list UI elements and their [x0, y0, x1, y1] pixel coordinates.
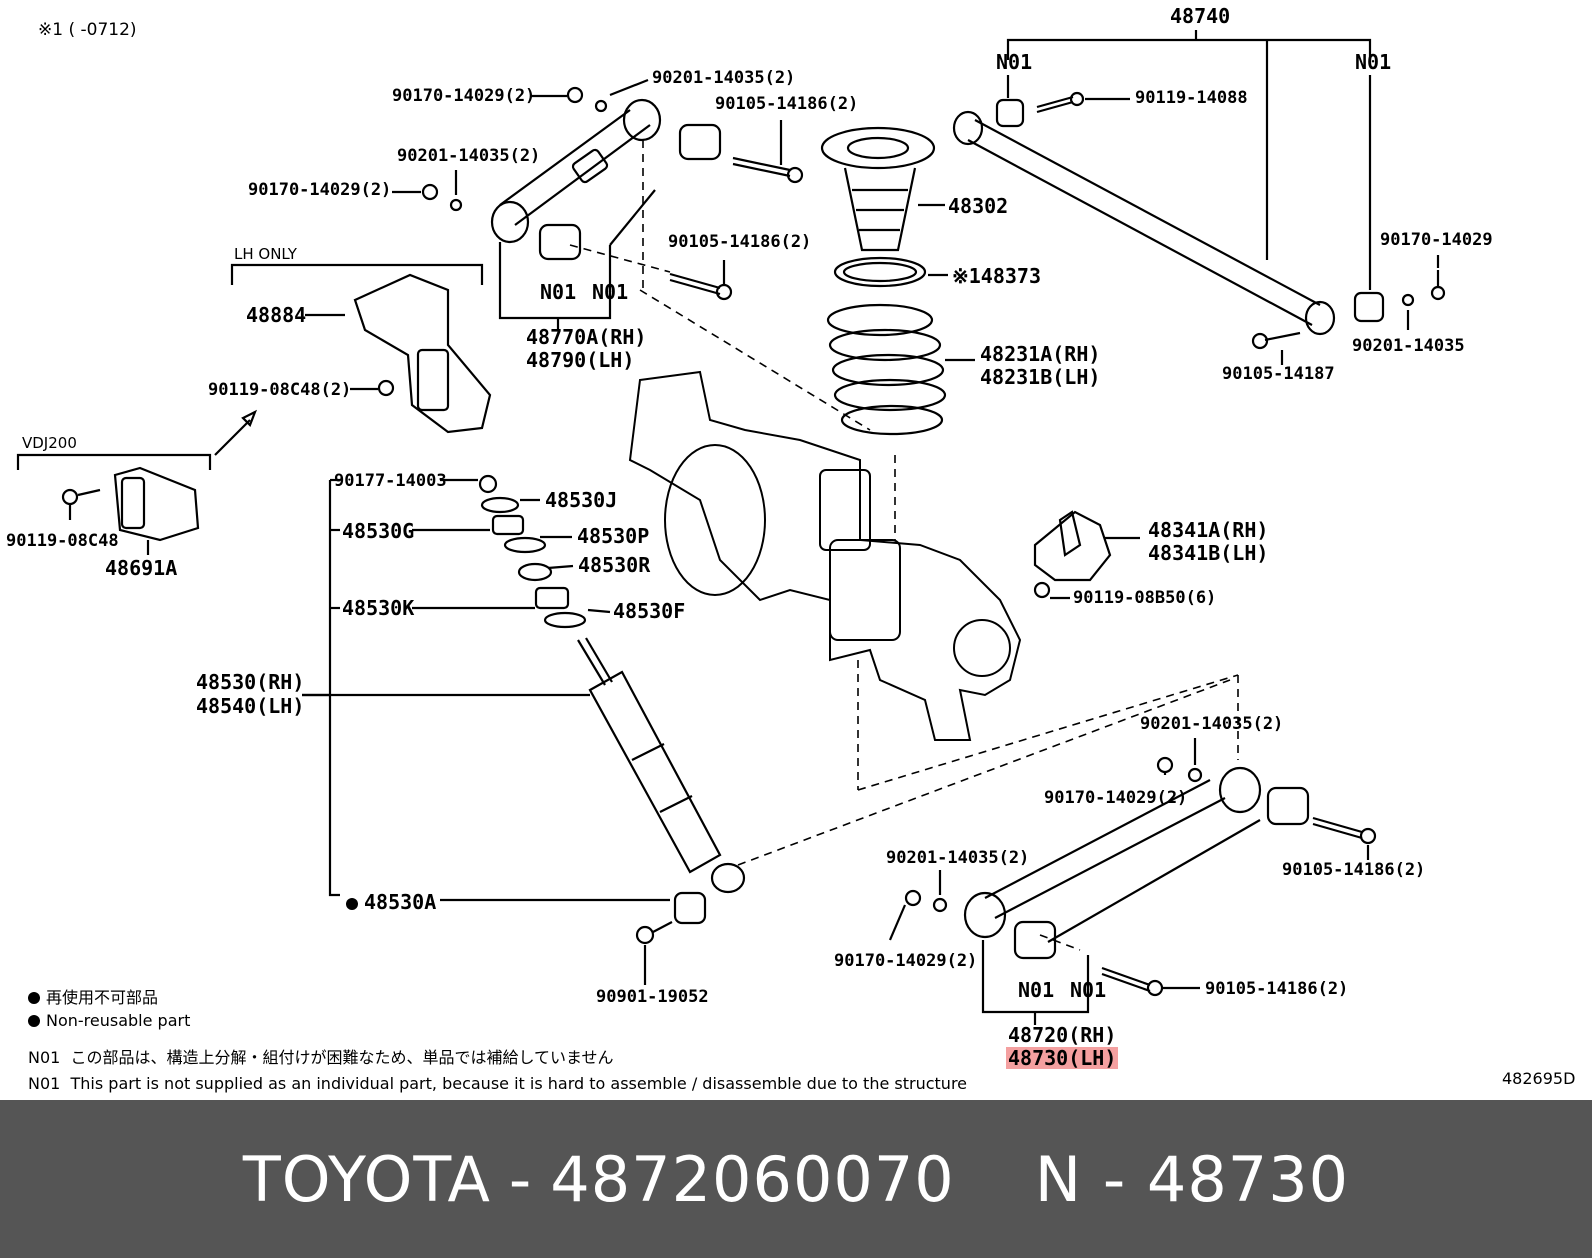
- label-n01-b: N01: [1355, 50, 1392, 74]
- non-reusable-bullet-icon: [346, 898, 358, 910]
- label-nut-ml: 90170-14029(2): [248, 180, 392, 200]
- legend-non-reusable-jp-text: 再使用不可部品: [46, 988, 159, 1007]
- label-48302: 48302: [948, 194, 1009, 218]
- label-48540: 48540(LH): [196, 694, 305, 718]
- bracket-48341: [1033, 510, 1112, 599]
- label-48530K: 48530K: [342, 596, 415, 620]
- label-washer-tl: 90201-14035(2): [652, 68, 796, 88]
- label-48720: 48720(RH): [1008, 1023, 1117, 1047]
- legend-bullet-icon: [28, 1015, 40, 1027]
- label-bolt-08C48-b: 90119-08C48: [6, 531, 119, 551]
- coil-spring-48231: [826, 303, 947, 436]
- label-n01-a: N01: [996, 50, 1033, 74]
- label-washer-ml: 90201-14035(2): [397, 146, 541, 166]
- label-nut-tl: 90170-14029(2): [392, 86, 536, 106]
- label-48530P: 48530P: [577, 524, 650, 548]
- parts-diagram: ※1 ( -0712) 48740 N01 N01 90119-14088 90…: [6, 4, 1576, 1092]
- label-48691A: 48691A: [105, 556, 178, 580]
- label-48790: 48790(LH): [526, 348, 635, 372]
- label-bolt-90105-14187: 90105-14187: [1222, 364, 1335, 384]
- label-90177-14003: 90177-14003: [334, 471, 447, 491]
- header-note: ※1 ( -0712): [38, 20, 137, 40]
- label-48770A: 48770A(RH): [526, 325, 647, 349]
- label-nut-br: 90170-14029(2): [1044, 788, 1188, 808]
- lateral-rod-48740: [952, 91, 1446, 350]
- label-48373: ※148373: [952, 264, 1042, 288]
- legend-n01-en-text: This part is not supplied as an individu…: [70, 1074, 968, 1093]
- legend-non-reusable-jp: 再使用不可部品: [28, 990, 158, 1006]
- legend-non-reusable-en-text: Non-reusable part: [46, 1011, 191, 1030]
- label-n01-f: N01: [1070, 978, 1107, 1002]
- legend-n01-jp: N01 この部品は、構造上分解・組付けが困難なため、単品では補給していません: [28, 1050, 614, 1066]
- label-lh-only: LH ONLY: [234, 245, 297, 263]
- label-washer-r: 90201-14035: [1352, 336, 1465, 356]
- upper-arm-48770A: [421, 86, 804, 301]
- label-48530G: 48530G: [342, 519, 415, 543]
- label-48530A-text: 48530A: [364, 890, 437, 914]
- label-48730-highlighted: 48730(LH): [1006, 1046, 1119, 1070]
- legend-non-reusable-en: Non-reusable part: [28, 1013, 190, 1029]
- label-n01-e: N01: [1018, 978, 1055, 1002]
- label-bolt-m: 90105-14186(2): [668, 232, 812, 252]
- footer-part-number: 4872060070: [550, 1142, 955, 1216]
- bump-stop-48302: [820, 126, 936, 288]
- label-48530J: 48530J: [545, 488, 618, 512]
- label-90119-14088: 90119-14088: [1135, 88, 1248, 108]
- bracket-48884: [353, 273, 492, 434]
- label-48884: 48884: [246, 303, 307, 327]
- label-90119-08B50: 90119-08B50(6): [1073, 588, 1217, 608]
- label-bolt-bb: 90105-14186(2): [1205, 979, 1349, 999]
- label-48231A: 48231A(RH): [980, 342, 1101, 366]
- label-bolt-t: 90105-14186(2): [715, 94, 859, 114]
- legend-n01-jp-text: この部品は、構造上分解・組付けが困難なため、単品では補給していません: [70, 1048, 614, 1067]
- legend-bullet-icon: [28, 992, 40, 1004]
- label-vdj200: VDJ200: [22, 434, 77, 452]
- label-48530R: 48530R: [578, 553, 651, 577]
- label-bolt-08C48-a: 90119-08C48(2): [208, 380, 352, 400]
- label-48341B: 48341B(LH): [1148, 541, 1269, 565]
- footer-bar: TOYOTA - 4872060070 N - 48730: [0, 1100, 1592, 1258]
- footer-ref: N - 48730: [1034, 1142, 1350, 1216]
- legend-n01-code: N01: [28, 1048, 61, 1067]
- label-n01-c: N01: [540, 280, 577, 304]
- shock-absorber-48530: [478, 474, 746, 945]
- label-48530A: 48530A: [346, 892, 436, 912]
- label-48530: 48530(RH): [196, 670, 305, 694]
- label-washer-br: 90201-14035(2): [1140, 714, 1284, 734]
- label-nut-bl: 90170-14029(2): [834, 951, 978, 971]
- legend-n01-code: N01: [28, 1074, 61, 1093]
- footer-separator: -: [508, 1142, 533, 1216]
- bracket-48691A: [61, 466, 200, 542]
- label-48530F: 48530F: [613, 599, 686, 623]
- label-90901-19052: 90901-19052: [596, 987, 709, 1007]
- lower-arm-48730: [904, 756, 1377, 997]
- label-48231B: 48231B(LH): [980, 365, 1101, 389]
- footer-brand: TOYOTA: [242, 1142, 491, 1216]
- label-nut-r: 90170-14029: [1380, 230, 1493, 250]
- label-48740: 48740: [1170, 4, 1231, 28]
- reference-code: 482695D: [1502, 1069, 1576, 1088]
- legend-n01-en: N01 This part is not supplied as an indi…: [28, 1076, 967, 1092]
- label-48341A: 48341A(RH): [1148, 518, 1269, 542]
- diagram-drawing: [16, 30, 1446, 1025]
- label-washer-bm: 90201-14035(2): [886, 848, 1030, 868]
- axle-housing: [628, 370, 1022, 741]
- label-bolt-br: 90105-14186(2): [1282, 860, 1426, 880]
- label-n01-d: N01: [592, 280, 629, 304]
